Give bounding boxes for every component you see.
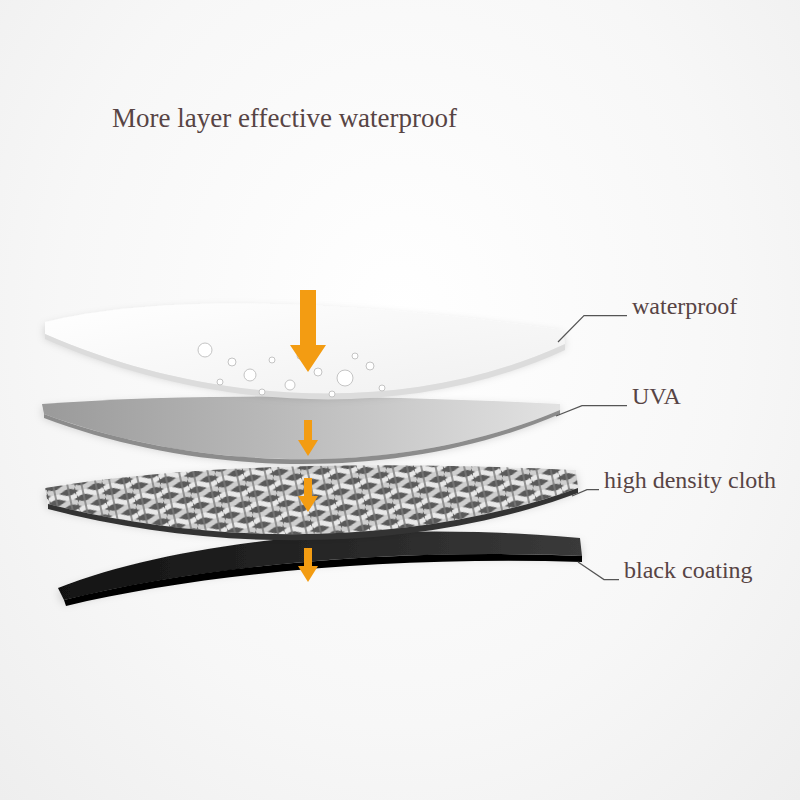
leader-line bbox=[578, 562, 619, 580]
layer-label: black coating bbox=[624, 557, 753, 585]
leader-line bbox=[556, 406, 627, 416]
leader-line bbox=[572, 490, 599, 496]
layer-label: waterproof bbox=[632, 293, 737, 321]
layer-label: UVA bbox=[632, 383, 681, 411]
uva-layer bbox=[42, 396, 560, 459]
layer-label: high density cloth bbox=[604, 467, 776, 495]
water-drops bbox=[198, 343, 385, 397]
leader-line bbox=[558, 316, 627, 342]
flow-arrows bbox=[290, 290, 326, 582]
diagram-title: More layer effective waterproof bbox=[112, 103, 457, 134]
